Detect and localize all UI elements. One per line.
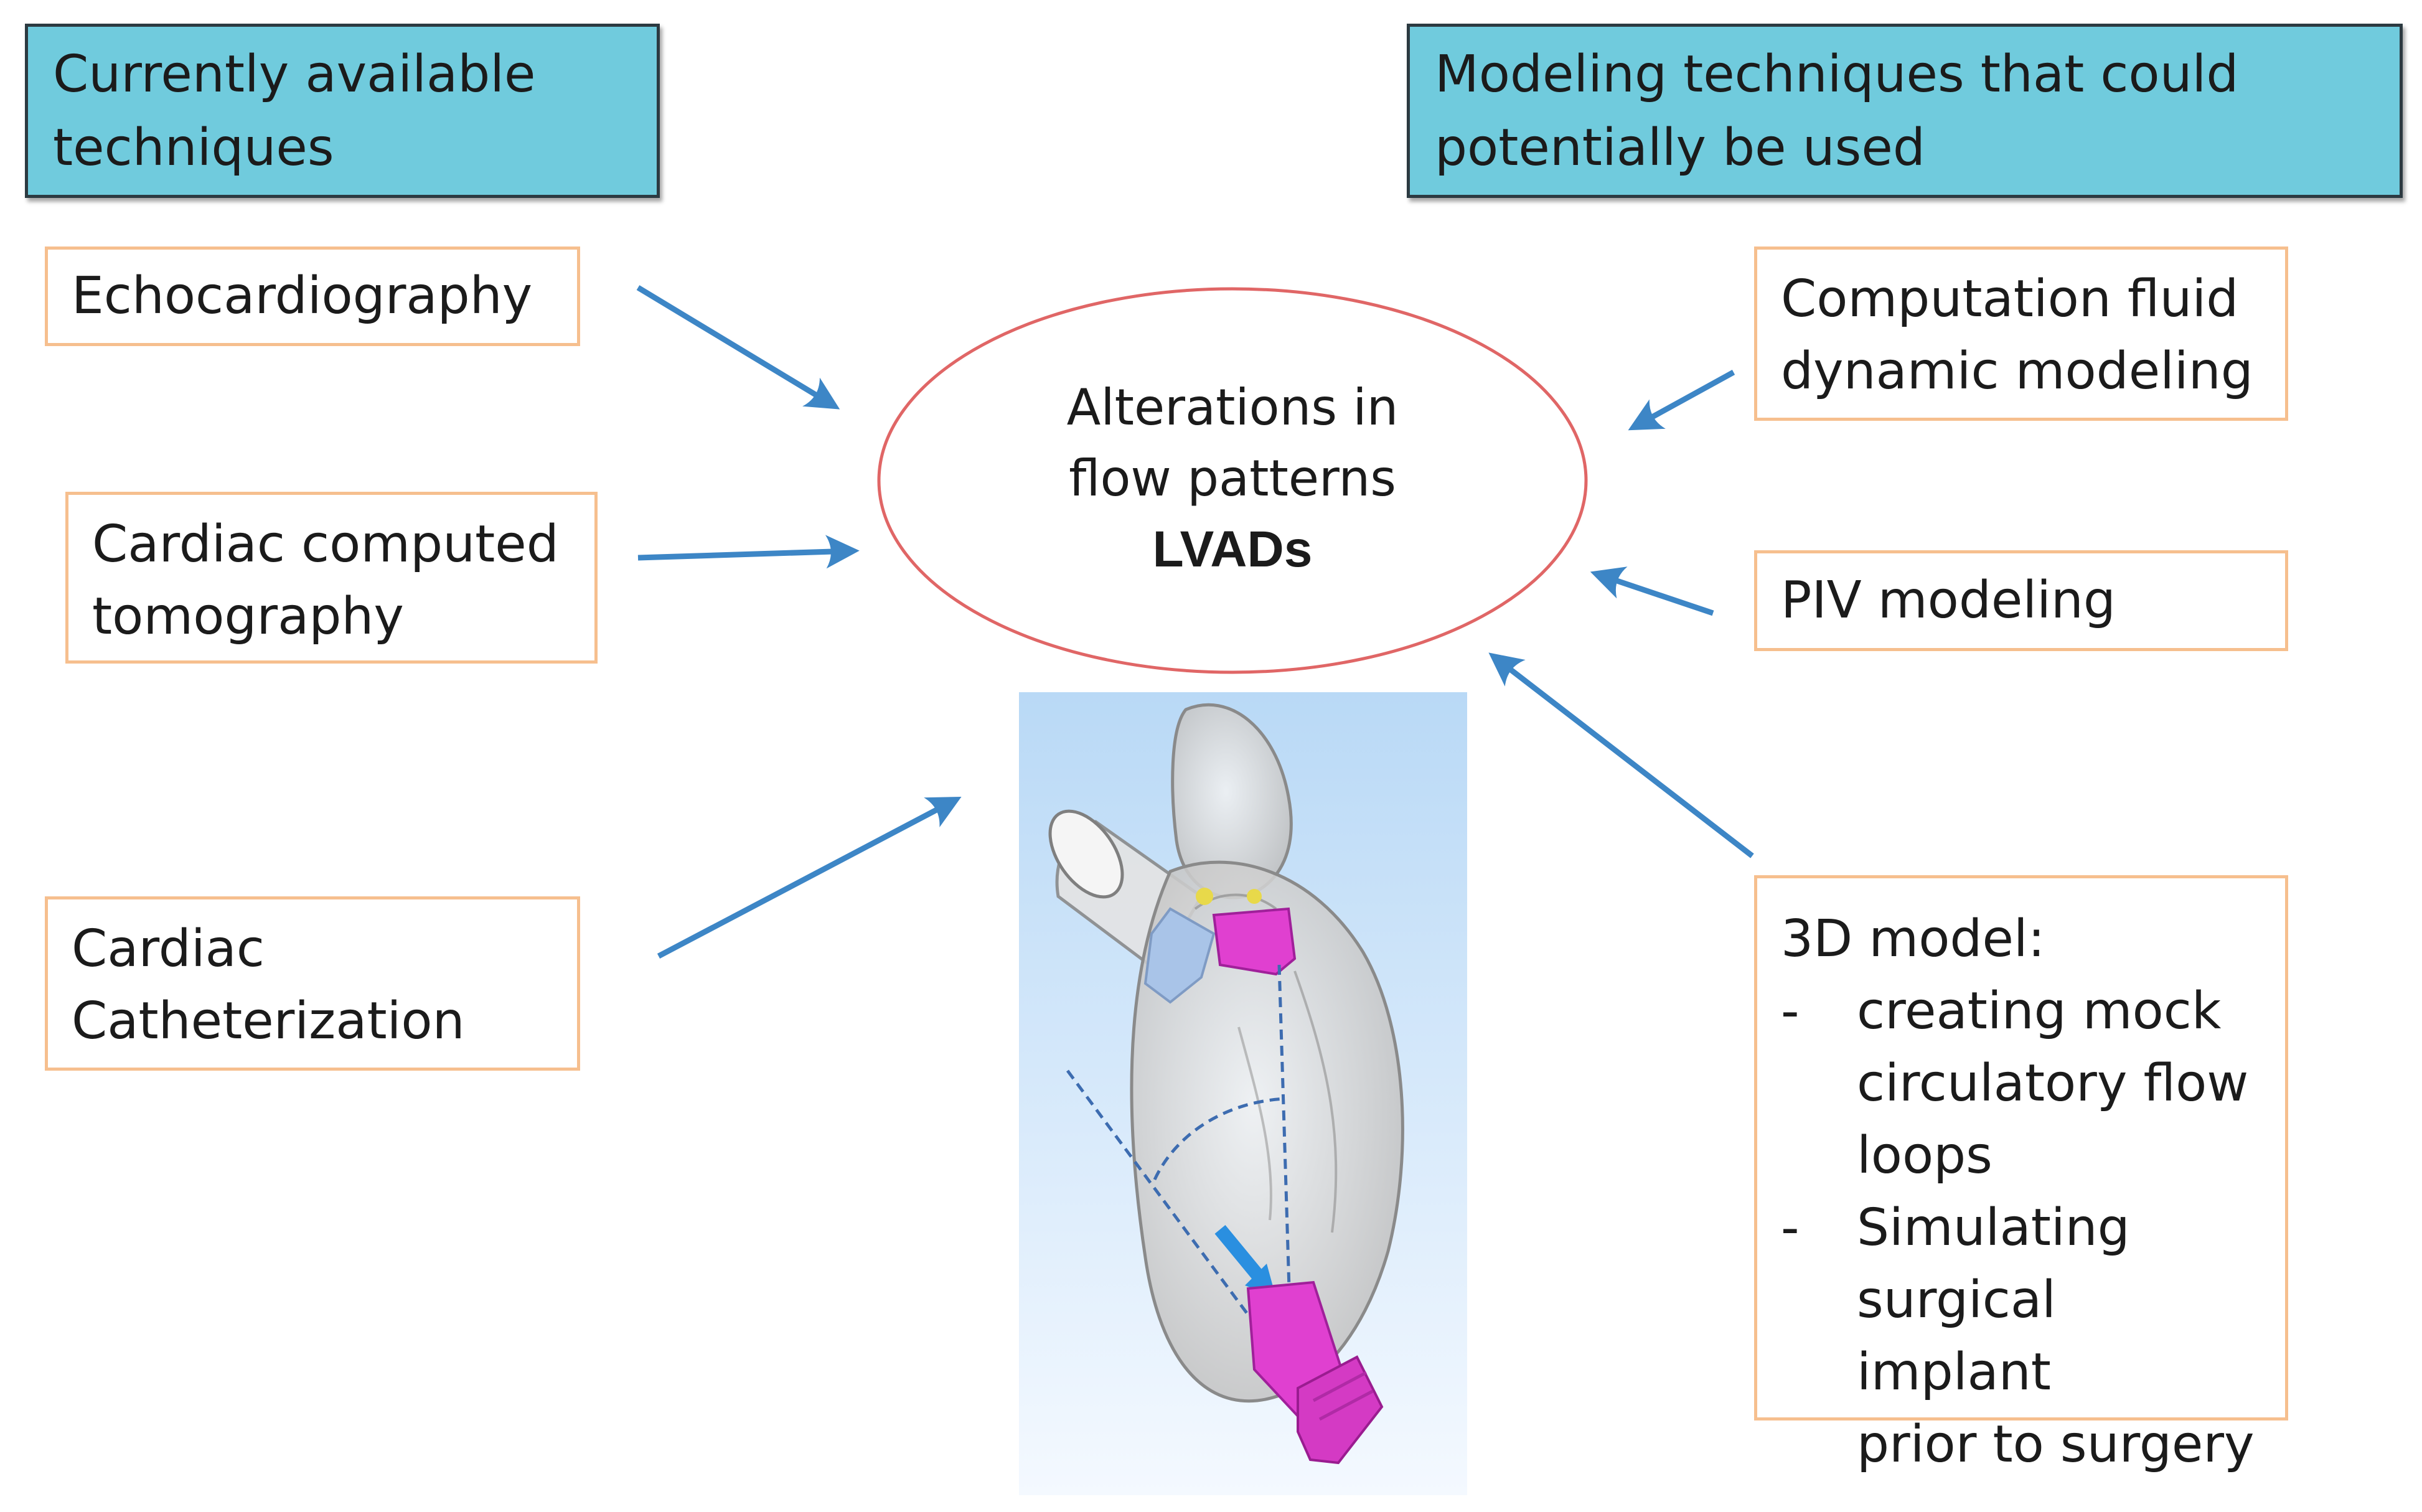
- list-dash: -: [1781, 1198, 1800, 1257]
- header-current-line1: Currently available: [53, 45, 536, 104]
- box-3d-model: 3D model: - creating mock circulatory fl…: [1754, 875, 2288, 1474]
- piv-label: PIV modeling: [1781, 571, 2116, 630]
- header-current-techniques: Currently available techniques: [25, 24, 660, 198]
- model-list: - creating mock circulatory flow loops -…: [1781, 975, 2261, 1481]
- arrow-cfd-to-center: [1628, 370, 1735, 431]
- header-modeling-techniques: Modeling techniques that could potential…: [1407, 24, 2403, 198]
- center-line2: flow patterns: [1069, 449, 1396, 507]
- item2-line3: prior to surgery: [1857, 1415, 2255, 1474]
- cfd-line2: dynamic modeling: [1781, 342, 2253, 401]
- model-list-item-2: - Simulating surgical implant prior to s…: [1781, 1192, 2261, 1481]
- box-piv-modeling: PIV modeling: [1754, 550, 2288, 651]
- box-cardiac-catheterization: Cardiac Catheterization: [45, 896, 580, 1071]
- cardiac-cath-line1: Cardiac: [72, 919, 265, 979]
- header-modeling-line1: Modeling techniques that could: [1435, 45, 2239, 104]
- arrow-cath-to-model: [657, 796, 962, 959]
- center-ellipse-text: Alterations in flow patterns LVADs: [971, 372, 1494, 585]
- header-current-line2: techniques: [53, 118, 334, 177]
- arrows: [636, 285, 1754, 959]
- cardiac-ct-line2: tomography: [92, 587, 404, 646]
- arrow-ct-to-center: [637, 535, 860, 569]
- model-list-item-1: - creating mock circulatory flow loops: [1781, 975, 2261, 1192]
- item1-line3: loops: [1857, 1126, 1993, 1185]
- center-line1: Alterations in: [1066, 378, 1399, 436]
- model-title: 3D model:: [1781, 909, 2045, 969]
- echocardiography-label: Echocardiography: [72, 266, 533, 326]
- arrow-echo-to-center: [636, 285, 840, 410]
- arrow-piv-to-center: [1590, 566, 1714, 616]
- box-echocardiography: Echocardiography: [45, 247, 580, 346]
- cfd-line1: Computation fluid: [1781, 270, 2239, 329]
- heart-model-illustration: [1048, 703, 1404, 1465]
- item1-line2: circulatory flow: [1857, 1054, 2249, 1113]
- cardiac-cath-line2: Catheterization: [72, 992, 465, 1051]
- box-cfd-modeling: Computation fluid dynamic modeling: [1754, 247, 2288, 421]
- center-line3-lvads: LVADs: [1152, 521, 1313, 578]
- arrow-3d-to-center: [1488, 652, 1754, 858]
- item1-line1: creating mock: [1857, 982, 2222, 1041]
- list-dash: -: [1781, 982, 1800, 1041]
- header-modeling-line2: potentially be used: [1435, 118, 1925, 177]
- center-ellipse: [877, 287, 1588, 674]
- cardiac-ct-line1: Cardiac computed: [92, 515, 559, 574]
- item2-line1: Simulating: [1857, 1198, 2130, 1257]
- box-cardiac-ct: Cardiac computed tomography: [65, 492, 598, 664]
- item2-line2: surgical implant: [1857, 1270, 2056, 1402]
